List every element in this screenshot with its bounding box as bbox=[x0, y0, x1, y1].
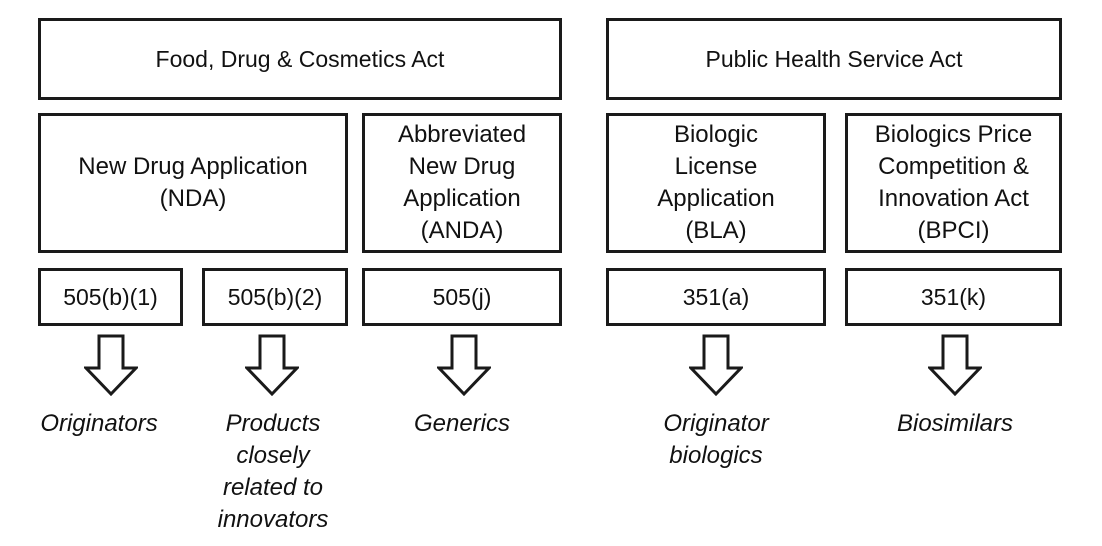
down-arrow-icon bbox=[928, 334, 982, 396]
phsa-box: Public Health Service Act bbox=[606, 18, 1062, 100]
outcome-generics: Generics bbox=[413, 410, 511, 437]
nda-label: New Drug Application (NDA) bbox=[78, 153, 308, 212]
outcome-originators: Originators bbox=[40, 410, 158, 437]
outcome-originator-biologics: Originator biologics bbox=[663, 410, 769, 469]
section-351k-label: 351(k) bbox=[920, 284, 987, 310]
bpci-box: Biologics Price Competition & Innovation… bbox=[845, 113, 1062, 253]
section-505b2-box: 505(b)(2) bbox=[202, 268, 348, 326]
down-arrow-icon bbox=[245, 334, 299, 396]
bpci-label: Biologics Price Competition & Innovation… bbox=[874, 121, 1033, 244]
bla-label: Biologic License Application (BLA) bbox=[657, 121, 775, 244]
down-arrow-icon bbox=[689, 334, 743, 396]
outcome-biosimilars: Biosimilars bbox=[896, 410, 1013, 437]
bla-box: Biologic License Application (BLA) bbox=[606, 113, 826, 253]
anda-box: Abbreviated New Drug Application (ANDA) bbox=[362, 113, 562, 253]
section-505b1-box: 505(b)(1) bbox=[38, 268, 183, 326]
outcome-related-products: Products closely related to innovators bbox=[217, 410, 329, 533]
anda-label: Abbreviated New Drug Application (ANDA) bbox=[397, 121, 527, 244]
down-arrow-icon bbox=[437, 334, 491, 396]
fdca-box: Food, Drug & Cosmetics Act bbox=[38, 18, 562, 100]
fdca-label: Food, Drug & Cosmetics Act bbox=[155, 46, 445, 72]
section-351a-box: 351(a) bbox=[606, 268, 826, 326]
section-351k-box: 351(k) bbox=[845, 268, 1062, 326]
section-505b1-label: 505(b)(1) bbox=[63, 284, 158, 310]
section-351a-label: 351(a) bbox=[682, 284, 750, 310]
section-505j-label: 505(j) bbox=[432, 284, 492, 310]
section-505b2-label: 505(b)(2) bbox=[227, 284, 323, 310]
down-arrow-icon bbox=[84, 334, 138, 396]
phsa-label: Public Health Service Act bbox=[705, 46, 963, 72]
nda-box: New Drug Application (NDA) bbox=[38, 113, 348, 253]
section-505j-box: 505(j) bbox=[362, 268, 562, 326]
